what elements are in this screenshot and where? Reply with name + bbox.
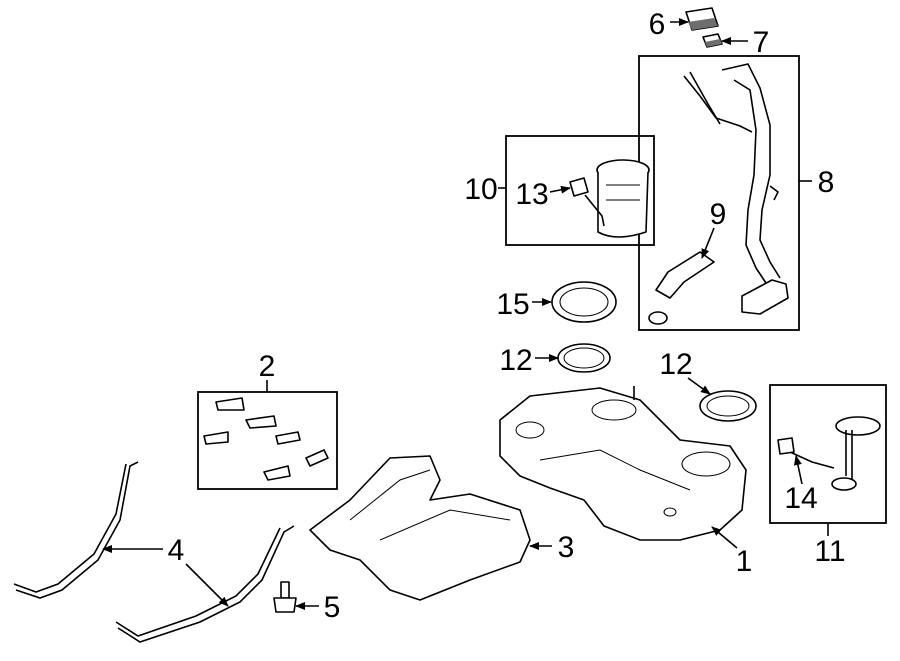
callout-labels: 1 2 3 4 5 6 7 8 9 10 11 12 12 13 14 15: [168, 8, 846, 624]
part-13-pressure-sensor: [569, 177, 589, 197]
part-15-lock-ring: [551, 281, 617, 323]
callout-8: 8: [818, 166, 835, 199]
part-10-pump-module: [584, 159, 650, 238]
leader-14: [793, 455, 803, 485]
fuel-pump-module-frame: [505, 135, 655, 246]
callout-7: 7: [753, 26, 770, 59]
part-5-bolt: [273, 581, 297, 613]
part-1-fuel-tank: [499, 386, 747, 541]
part-9-hose: [648, 251, 715, 325]
part-4-strap-left: [13, 461, 139, 599]
leader-lines: [102, 18, 829, 610]
callout-15: 15: [496, 288, 529, 321]
leader-4b: [185, 563, 229, 607]
callout-12-right: 12: [659, 348, 692, 381]
leader-9: [701, 227, 715, 259]
callout-5: 5: [324, 591, 341, 624]
part-6-cap: [685, 7, 719, 31]
callout-9: 9: [710, 198, 727, 231]
callout-2: 2: [259, 350, 276, 383]
part-11-sender-unit: [789, 416, 881, 491]
part-4-strap-right: [115, 525, 295, 643]
part-3-heat-shield: [309, 455, 531, 601]
part-12-gasket-left: [557, 343, 611, 373]
callout-12-left: 12: [499, 344, 532, 377]
part-2-shield-pieces: [203, 397, 329, 481]
callout-6: 6: [649, 8, 666, 41]
part-8-filler-pipe: [683, 63, 789, 315]
part-7-seal: [702, 33, 723, 48]
leader-1: [711, 526, 738, 549]
callout-1: 1: [736, 545, 753, 578]
leader-12b: [687, 377, 711, 395]
part-12-gasket-right: [699, 390, 757, 422]
callout-11: 11: [814, 535, 845, 568]
callout-3: 3: [558, 531, 575, 564]
part-14-sensor: [777, 437, 795, 455]
callout-4: 4: [168, 534, 185, 567]
callout-13: 13: [515, 178, 548, 211]
callout-10: 10: [464, 173, 497, 206]
callout-14: 14: [784, 482, 817, 515]
leader-13: [549, 185, 571, 194]
